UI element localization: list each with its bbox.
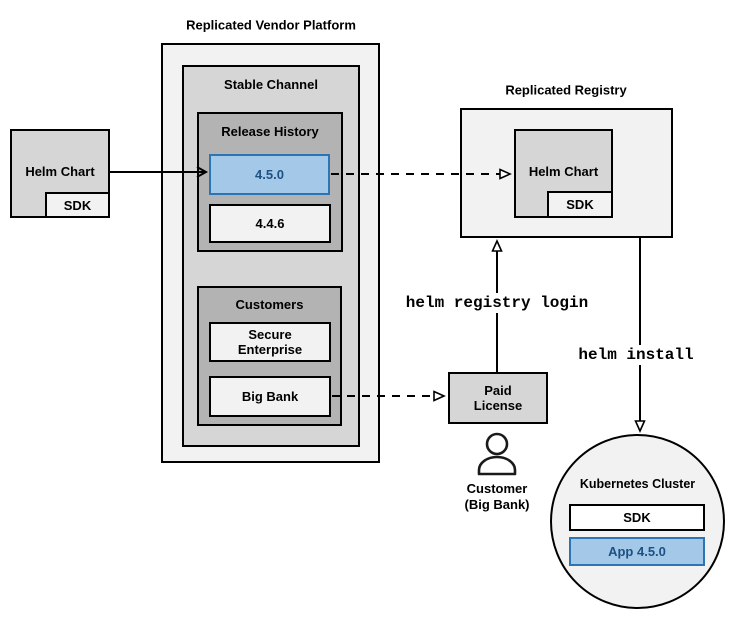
customer-icon (477, 432, 517, 476)
k8s-sdk-label: SDK (623, 510, 651, 525)
paid-license-line1: Paid (484, 383, 512, 398)
registry-helm-chart-label: Helm Chart (528, 164, 599, 179)
k8s-sdk-box: SDK (569, 504, 705, 531)
release-446-box: 4.4.6 (209, 204, 331, 243)
k8s-cluster-title: Kubernetes Cluster (579, 477, 696, 491)
stable-channel-title: Stable Channel (224, 77, 318, 92)
secure-enterprise-line2: Enterprise (237, 342, 303, 357)
customer-label-line2: (Big Bank) (464, 497, 530, 512)
customer-label-line1: Customer (466, 481, 528, 496)
source-helm-chart-label: Helm Chart (25, 164, 95, 179)
k8s-app-label: App 4.5.0 (608, 544, 666, 559)
command-install: helm install (575, 345, 697, 365)
registry-title: Replicated Registry (505, 82, 627, 98)
release-history-title: Release History (221, 124, 319, 139)
release-446-label: 4.4.6 (255, 216, 285, 231)
secure-enterprise-box: Secure Enterprise (209, 322, 331, 362)
source-sdk-label: SDK (63, 197, 92, 213)
release-450-label: 4.5.0 (255, 167, 284, 182)
vendor-platform-title: Replicated Vendor Platform (186, 17, 356, 33)
paid-license-line2: License (473, 398, 523, 413)
customer-label: Customer (Big Bank) (465, 481, 530, 513)
big-bank-label: Big Bank (241, 389, 299, 404)
registry-sdk-label: SDK (566, 197, 594, 212)
paid-license-box: Paid License (448, 372, 548, 424)
release-450-box: 4.5.0 (209, 154, 330, 195)
secure-enterprise-line1: Secure (248, 327, 292, 342)
command-registry-login: helm registry login (402, 293, 592, 313)
big-bank-box: Big Bank (209, 376, 331, 417)
k8s-app-box: App 4.5.0 (569, 537, 705, 566)
customers-title: Customers (235, 297, 304, 312)
source-sdk-box: SDK (45, 192, 110, 218)
registry-sdk-box: SDK (547, 191, 613, 218)
